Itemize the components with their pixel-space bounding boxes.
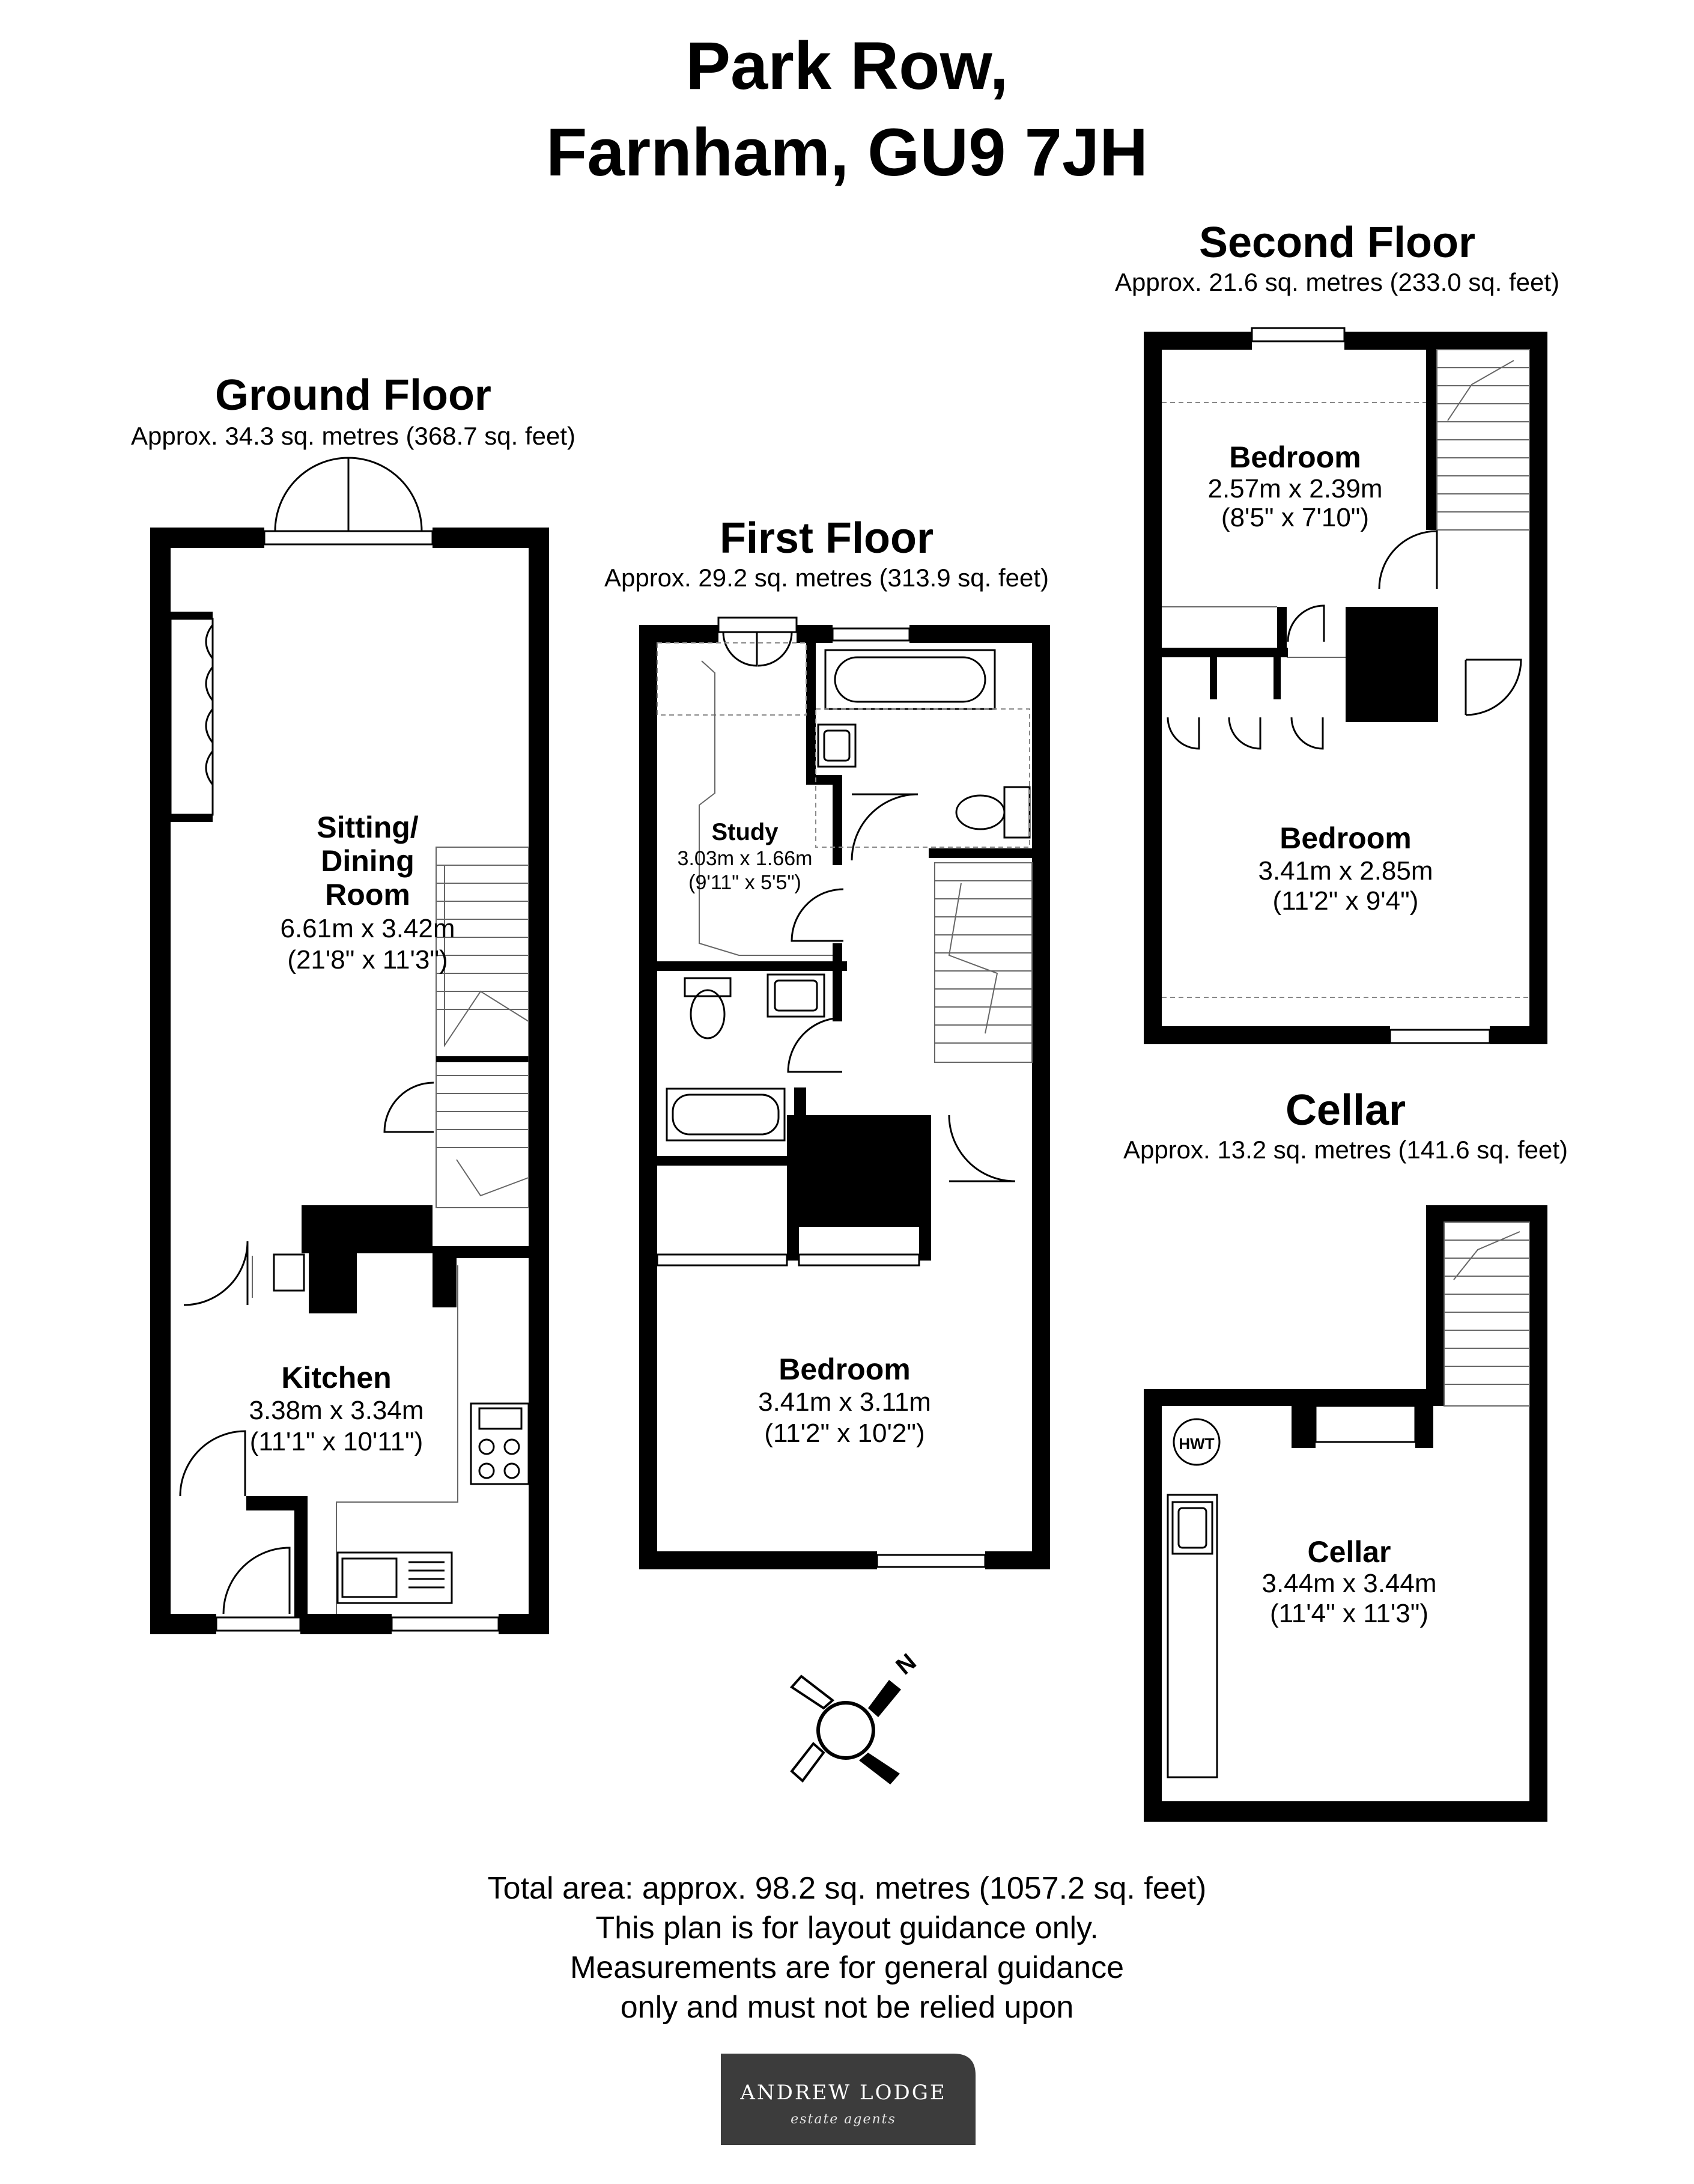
room-sitting-dining: Sitting/ Dining Room 6.61m x 3.42m (21'8… <box>280 811 455 975</box>
logo-name: ANDREW LODGE <box>739 2081 946 2105</box>
second-floor: Second Floor Approx. 21.6 sq. metres (23… <box>1115 219 1559 1044</box>
disclaimer-line-1: This plan is for layout guidance only. <box>595 1911 1098 1945</box>
ground-floor-walls <box>150 528 549 1634</box>
room-cellar: Cellar 3.44m x 3.44m (11'4" x 11'3") <box>1261 1535 1436 1628</box>
ground-kitchen-fittings <box>179 1241 530 1632</box>
room-dim-study-metric: 3.03m x 1.66m <box>678 847 813 870</box>
room-dim-second-bedroom-small-imperial: (8'5" x 7'10") <box>1221 503 1369 532</box>
room-dim-second-bedroom-small-metric: 2.57m x 2.39m <box>1207 474 1382 503</box>
disclaimer-line-2: Measurements are for general guidance <box>570 1950 1124 1985</box>
first-floor-fittings <box>656 616 1033 1568</box>
room-name-sitting-3: Room <box>325 878 410 911</box>
room-dim-kitchen-imperial: (11'1" x 10'11") <box>250 1427 424 1456</box>
cellar-area: Approx. 13.2 sq. metres (141.6 sq. feet) <box>1123 1136 1568 1164</box>
room-first-bedroom: Bedroom 3.41m x 3.11m (11'2" x 10'2") <box>758 1352 931 1448</box>
ground-wardrobe-doors <box>169 618 214 816</box>
total-area: Total area: approx. 98.2 sq. metres (105… <box>488 1871 1207 1906</box>
room-name-sitting-2: Dining <box>321 844 414 878</box>
ground-floor-area: Approx. 34.3 sq. metres (368.7 sq. feet) <box>131 422 575 450</box>
first-floor-area: Approx. 29.2 sq. metres (313.9 sq. feet) <box>604 564 1049 592</box>
cellar-floor: Cellar Approx. 13.2 sq. metres (141.6 sq… <box>1123 1086 1568 1822</box>
title-line-1: Park Row, <box>685 28 1008 103</box>
second-floor-title: Second Floor <box>1199 219 1475 267</box>
cellar-walls <box>1144 1205 1547 1822</box>
room-dim-sitting-imperial: (21'8" x 11'3") <box>287 945 448 975</box>
room-second-bedroom-large: Bedroom 3.41m x 2.85m (11'2" x 9'4") <box>1258 821 1433 916</box>
room-dim-second-bedroom-large-imperial: (11'2" x 9'4") <box>1273 886 1419 916</box>
compass-icon: N <box>789 1649 921 1784</box>
room-name-kitchen: Kitchen <box>281 1361 391 1395</box>
room-dim-sitting-metric: 6.61m x 3.42m <box>280 914 455 943</box>
cellar-fittings: HWT <box>1167 1221 1530 1778</box>
room-dim-first-bedroom-metric: 3.41m x 3.11m <box>758 1387 931 1417</box>
room-dim-cellar-imperial: (11'4" x 11'3") <box>1270 1599 1428 1628</box>
room-dim-cellar-metric: 3.44m x 3.44m <box>1261 1569 1436 1598</box>
hwt-label: HWT <box>1179 1435 1214 1453</box>
ground-staircase <box>383 847 529 1208</box>
agent-logo: ANDREW LODGE estate agents <box>721 2054 976 2145</box>
room-dim-study-imperial: (9'11" x 5'5") <box>688 871 801 894</box>
room-name-cellar: Cellar <box>1308 1535 1391 1569</box>
compass-north-label: N <box>891 1649 921 1680</box>
ground-floor: Ground Floor Approx. 34.3 sq. metres (36… <box>131 371 575 1634</box>
cellar-title: Cellar <box>1286 1086 1406 1134</box>
room-name-second-bedroom-small: Bedroom <box>1229 440 1361 474</box>
logo-tagline: estate agents <box>791 2112 896 2127</box>
room-name-second-bedroom-large: Bedroom <box>1280 821 1411 855</box>
room-dim-first-bedroom-imperial: (11'2" x 10'2") <box>764 1419 924 1448</box>
room-name-sitting-1: Sitting/ <box>317 811 419 844</box>
first-floor-title: First Floor <box>720 514 934 562</box>
room-name-first-bedroom: Bedroom <box>779 1352 910 1386</box>
footer-notes: Total area: approx. 98.2 sq. metres (105… <box>488 1871 1207 2025</box>
property-title: Park Row, Farnham, GU9 7JH <box>546 28 1148 190</box>
ground-french-doors <box>263 457 434 546</box>
ground-floor-title: Ground Floor <box>215 371 491 419</box>
first-floor: First Floor Approx. 29.2 sq. metres (313… <box>604 514 1050 1569</box>
hot-water-tank-icon <box>1173 1418 1221 1466</box>
room-dim-second-bedroom-large-metric: 3.41m x 2.85m <box>1258 856 1433 886</box>
room-study: Study 3.03m x 1.66m (9'11" x 5'5") <box>678 819 813 894</box>
room-name-study: Study <box>711 819 779 845</box>
room-dim-kitchen-metric: 3.38m x 3.34m <box>249 1396 424 1425</box>
title-line-2: Farnham, GU9 7JH <box>546 115 1148 190</box>
room-second-bedroom-small: Bedroom 2.57m x 2.39m (8'5" x 7'10") <box>1207 440 1382 532</box>
second-floor-area: Approx. 21.6 sq. metres (233.0 sq. feet) <box>1115 268 1559 296</box>
room-kitchen: Kitchen 3.38m x 3.34m (11'1" x 10'11") <box>249 1361 424 1456</box>
second-floor-walls <box>1144 332 1547 1044</box>
first-floor-walls <box>639 625 1050 1569</box>
second-floor-fittings <box>1162 327 1530 1044</box>
disclaimer-line-3: only and must not be relied upon <box>621 1990 1074 2025</box>
